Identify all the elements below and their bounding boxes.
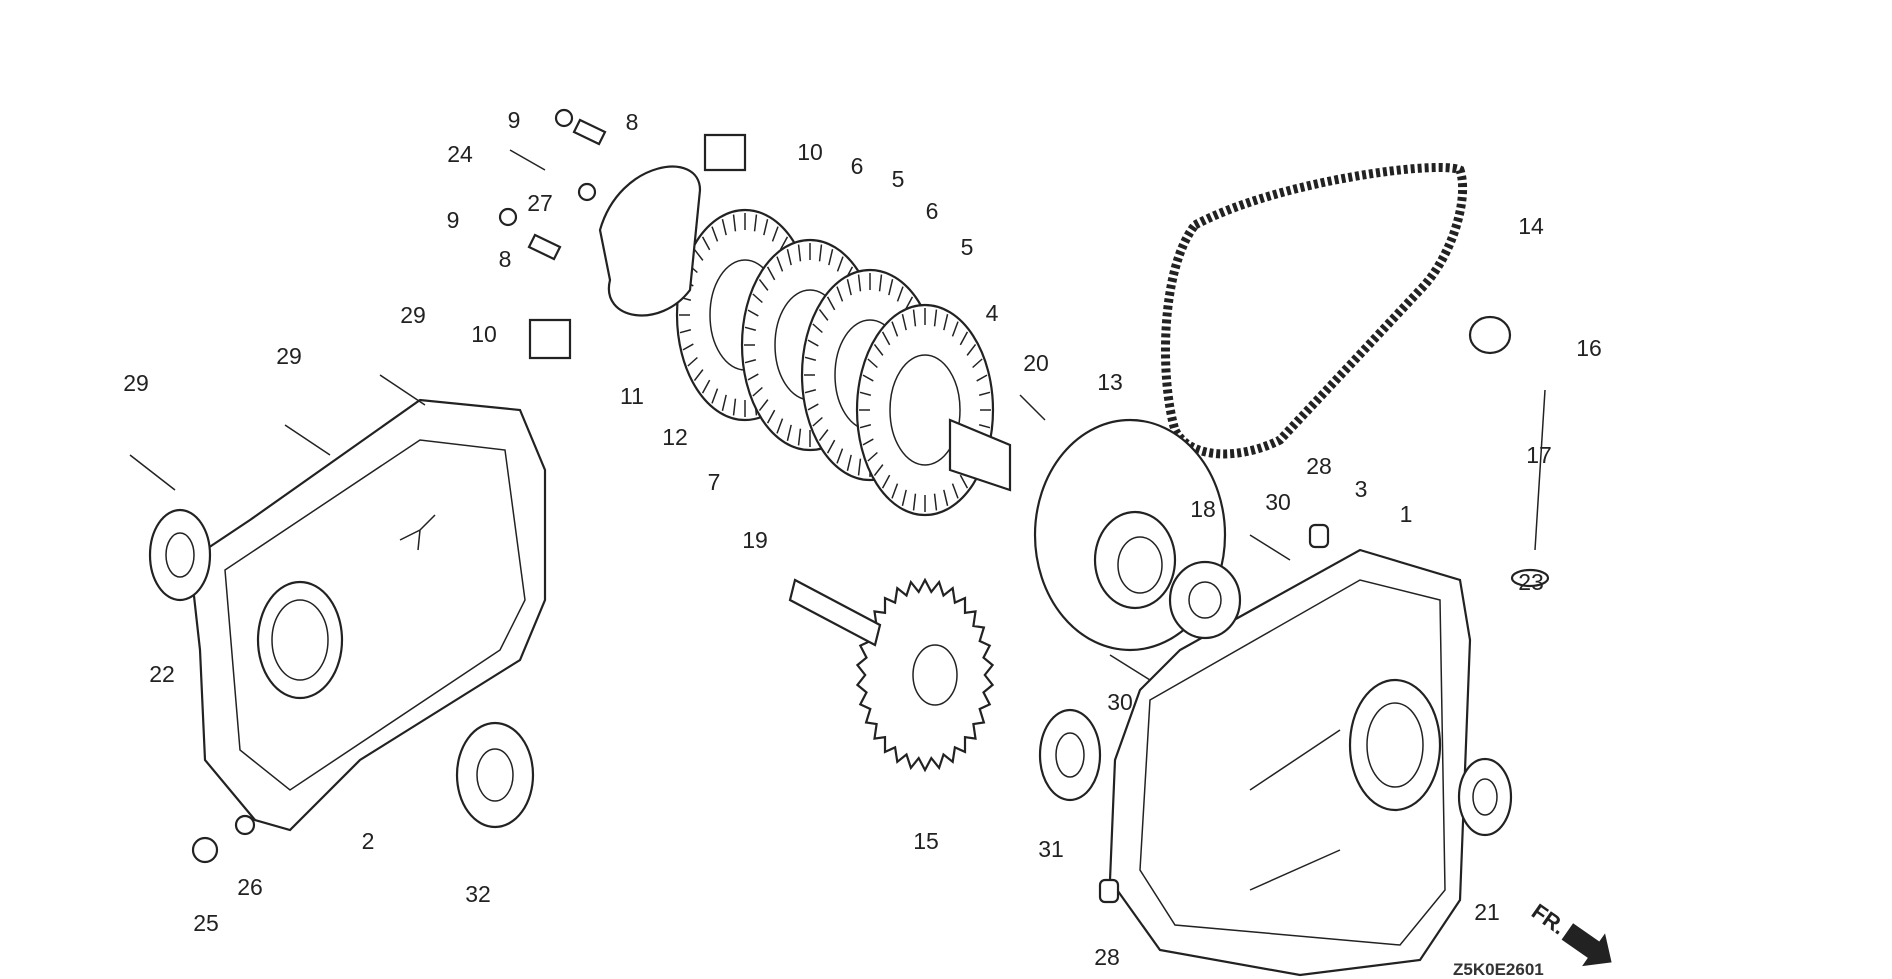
callout-27: 27 — [527, 190, 553, 216]
callout-2: 2 — [362, 828, 375, 854]
bolts — [129, 108, 1550, 904]
clutch-plates — [675, 208, 1012, 517]
callout-12: 12 — [662, 424, 688, 450]
callout-5: 5 — [892, 166, 905, 192]
callout-24: 24 — [447, 141, 473, 167]
callout-14: 14 — [1518, 213, 1544, 239]
callout-26: 26 — [237, 874, 263, 900]
callout-6: 6 — [851, 153, 864, 179]
callout-11: 11 — [620, 383, 644, 409]
left-case-cover — [188, 398, 547, 832]
callout-22: 22 — [149, 661, 175, 687]
callout-19: 19 — [742, 527, 768, 553]
callout-25: 25 — [193, 910, 219, 936]
callout-9: 9 — [447, 207, 460, 233]
callout-29: 29 — [400, 302, 426, 328]
callout-31: 31 — [1038, 836, 1064, 862]
callout-20: 20 — [1023, 350, 1049, 376]
callout-10: 10 — [471, 321, 497, 347]
callout-23: 23 — [1518, 569, 1544, 595]
callout-28: 28 — [1094, 944, 1120, 970]
callout-15: 15 — [913, 828, 939, 854]
callout-16: 16 — [1576, 335, 1602, 361]
right-case — [1108, 548, 1472, 977]
callout-9: 9 — [508, 107, 521, 133]
callout-28: 28 — [1306, 453, 1332, 479]
bearings — [148, 508, 1513, 837]
drive-chain — [1160, 162, 1468, 459]
callout-3: 3 — [1355, 476, 1368, 502]
sprocket-teeth — [855, 577, 995, 773]
shaft — [788, 578, 882, 647]
callout-30: 30 — [1265, 489, 1291, 515]
callout-32: 32 — [465, 881, 491, 907]
diagram-code: Z5K0E2601 — [1453, 960, 1544, 979]
sprocket — [855, 577, 995, 773]
callout-21: 21 — [1474, 899, 1500, 925]
callout-1: 1 — [1400, 501, 1413, 527]
callout-10: 10 — [797, 139, 823, 165]
callout-30: 30 — [1107, 689, 1133, 715]
callout-4: 4 — [986, 300, 999, 326]
callout-8: 8 — [499, 246, 512, 272]
callout-7: 7 — [708, 469, 721, 495]
callout-29: 29 — [276, 343, 302, 369]
callout-5: 5 — [961, 234, 974, 260]
callout-18: 18 — [1190, 496, 1216, 522]
callout-29: 29 — [123, 370, 149, 396]
front-direction-label: FR. — [1527, 899, 1570, 940]
callout-6: 6 — [926, 198, 939, 224]
callout-8: 8 — [626, 109, 639, 135]
callout-17: 17 — [1526, 442, 1552, 468]
clutch-disc — [855, 303, 995, 517]
callout-13: 13 — [1097, 369, 1123, 395]
